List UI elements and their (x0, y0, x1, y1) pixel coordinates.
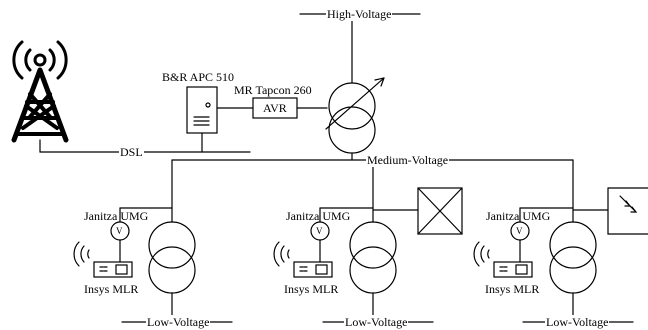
radio-tower-icon (11, 40, 69, 153)
switch-box-icon (417, 187, 463, 235)
substation-2 (273, 187, 463, 323)
controller-label: B&R APC 510 (162, 70, 235, 84)
router-label-2: Insys MLR (284, 282, 339, 296)
transformer-icon (328, 82, 376, 154)
high-voltage-label: High-Voltage (326, 7, 393, 21)
inverter-box-icon (607, 187, 648, 235)
low-voltage-label-2: Low-Voltage (344, 315, 409, 329)
router-label-3: Insys MLR (485, 282, 540, 296)
meter-label-3: Janitza UMG (486, 209, 551, 223)
router-label-1: Insys MLR (84, 282, 139, 296)
dsl-label: DSL (119, 145, 144, 159)
avr-label: AVR (263, 101, 287, 115)
tap-arrow (325, 77, 385, 130)
meter-label-2: Janitza UMG (286, 209, 351, 223)
substation-1 (73, 207, 233, 323)
tap-changer-label: MR Tapcon 260 (234, 83, 312, 97)
meter-symbol-3: V (516, 226, 523, 236)
low-voltage-label-1: Low-Voltage (146, 315, 211, 329)
medium-voltage-label: Medium-Voltage (366, 153, 450, 167)
meter-label-1: Janitza UMG (84, 209, 149, 223)
meter-symbol-1: V (116, 226, 123, 236)
low-voltage-label-3: Low-Voltage (545, 315, 610, 329)
meter-symbol-2: V (316, 226, 323, 236)
computer-icon (186, 86, 218, 153)
